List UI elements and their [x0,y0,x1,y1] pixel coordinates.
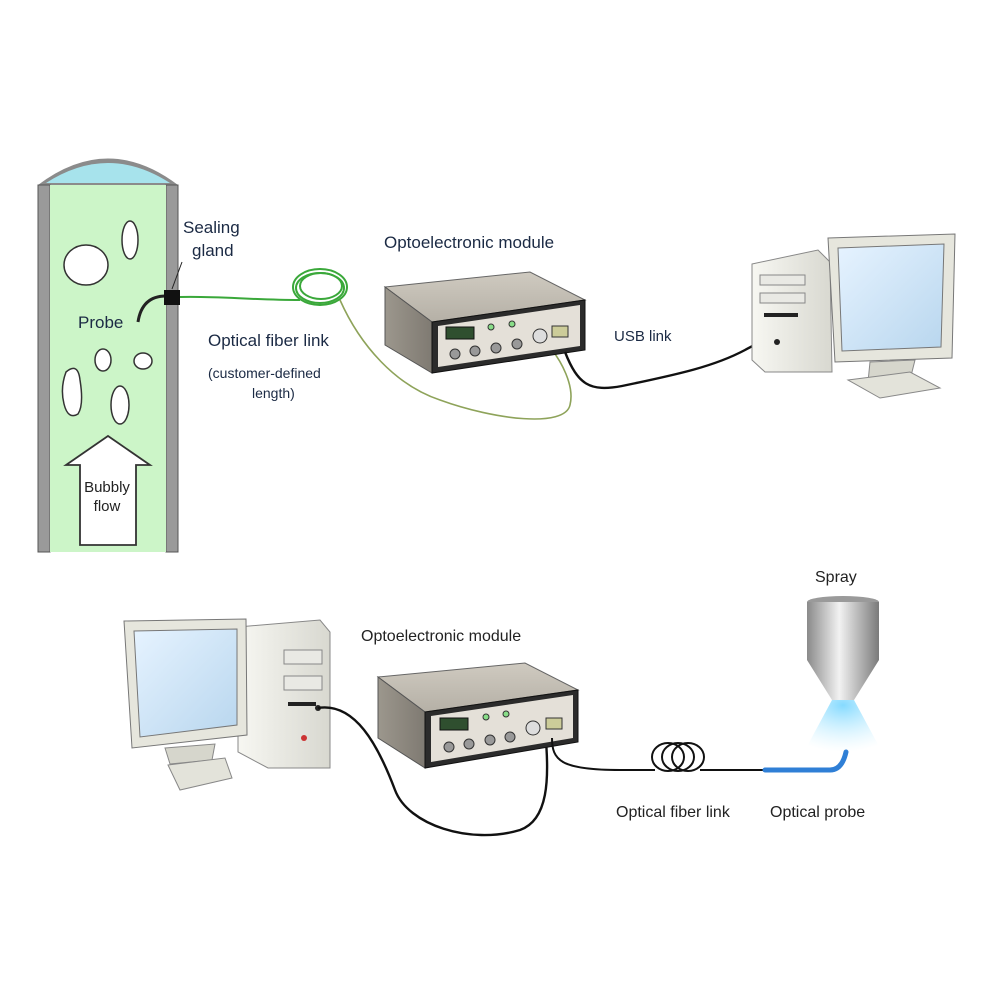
computer-top [751,233,956,399]
monitor-screen [837,243,945,352]
customer-defined-length-label: (customer-defined [208,365,321,381]
module-connector [532,328,548,344]
module-connector [525,720,541,736]
usb-cable-top [563,338,777,390]
fiber-coil-loop [292,268,348,306]
computer-tower [237,619,331,769]
optoelectronic-module-label-bottom: Optoelectronic module [361,628,521,645]
computer-bottom [123,618,331,791]
monitor-base [167,757,233,791]
fiber-coil-loop [661,742,695,772]
column-right-wall [165,184,179,553]
disk-slot [288,702,316,706]
optical-probe [762,749,849,773]
sealing-gland-leader [171,261,183,290]
module-knob [511,338,523,350]
spray-nozzle [804,596,882,752]
power-button [301,735,307,741]
monitor-screen [133,628,238,738]
column-top-surface [46,163,170,183]
sealing-gland-label: Sealing [183,218,240,237]
module-display [445,326,475,340]
customer-defined-length-label-line2: length) [252,385,295,401]
usb-link-label: USB link [614,328,672,345]
monitor-base [846,371,942,399]
probe-assembly [136,261,183,323]
bubbly-flow-label: Bubbly [84,479,130,496]
fiber-coil-loop [651,742,685,772]
optical-fiber-link-bottom [551,737,765,772]
bubble [110,385,130,425]
drive-bay [759,292,806,304]
probe-label: Probe [78,313,123,332]
optical-fiber-link-top [179,268,572,420]
bubble [63,244,109,286]
bubble [94,348,112,372]
fiber-segment [339,299,572,420]
usb-cable-bottom [317,706,549,837]
module-knob [484,734,496,746]
module-knob [443,741,455,753]
flow-direction-arrow [63,434,153,546]
bubbly-flow-label-line2: flow [94,498,121,515]
bubble [133,352,153,370]
fiber-segment [179,295,301,301]
drive-bay [759,274,806,286]
spray-label: Spray [815,569,857,586]
module-knob [449,348,461,360]
disk-slot [764,313,798,317]
usb-port [774,339,780,345]
nozzle-body [807,602,879,660]
bubble [61,367,83,417]
module-port [551,325,569,338]
sealing-gland [164,290,180,305]
spray-plume [804,700,882,752]
module-knob [469,345,481,357]
fiber-coil-loop [671,742,705,772]
module-knob [490,342,502,354]
bubble [121,220,139,260]
optoelectronic-module-bottom [376,662,580,769]
computer-tower [751,249,833,373]
bubble-column [37,158,179,553]
fiber-segment [551,737,655,771]
optical-probe-label: Optical probe [770,804,865,821]
module-led [482,713,490,721]
optoelectronic-module-top [383,271,587,374]
fiber-coil-loop [299,272,343,300]
module-knob [463,738,475,750]
module-display [439,717,469,731]
module-port [545,717,563,730]
module-knob [504,731,516,743]
optoelectronic-module-label-top: Optoelectronic module [384,233,554,252]
module-led [487,323,495,331]
drive-bay [283,649,323,665]
optical-fiber-link-label-top: Optical fiber link [208,331,329,350]
drive-bay [283,675,323,691]
module-led [502,710,510,718]
column-left-wall [37,184,51,553]
module-led [508,320,516,328]
nozzle-cone [807,660,879,700]
optical-fiber-link-label-bottom: Optical fiber link [616,804,731,821]
sealing-gland-label-line2: gland [192,241,234,260]
